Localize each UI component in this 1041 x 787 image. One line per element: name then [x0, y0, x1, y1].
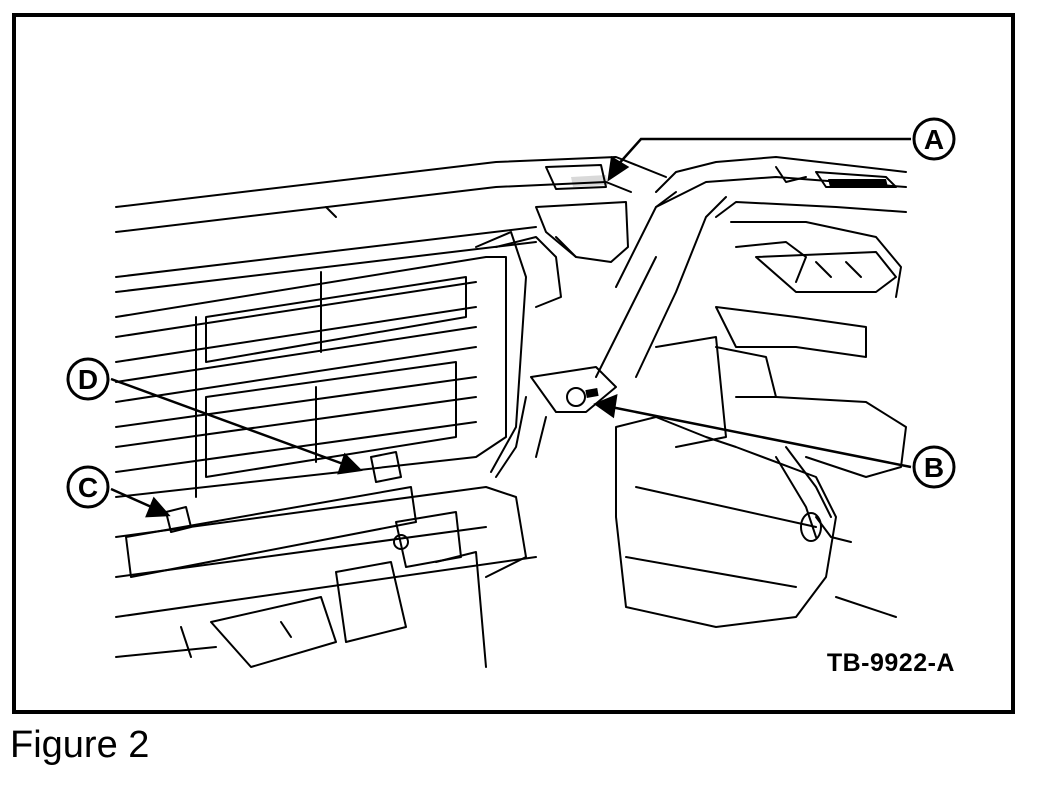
callout-c: C — [66, 465, 110, 509]
clip-c — [165, 506, 192, 533]
callout-d-label: D — [78, 364, 98, 395]
leader-lines — [110, 137, 912, 518]
callout-b: B — [912, 445, 956, 489]
diagram-id: TB-9922-A — [826, 649, 955, 677]
callout-c-label: C — [78, 472, 98, 503]
clip-d — [370, 451, 402, 483]
callout-a-label: A — [924, 124, 944, 155]
figure-caption: Figure 2 — [10, 724, 150, 766]
hood-panel — [115, 156, 667, 293]
callout-d: D — [66, 357, 110, 401]
bracket-b — [495, 366, 617, 478]
callout-b-label: B — [924, 452, 944, 483]
diagram-frame: A B C D TB-9922-A — [12, 13, 1015, 714]
radiator-support — [595, 156, 907, 628]
grille-removal-illustration: A B C D — [66, 117, 956, 668]
grille-body — [115, 231, 562, 668]
callout-a: A — [912, 117, 956, 161]
emblem-plate — [125, 486, 417, 578]
